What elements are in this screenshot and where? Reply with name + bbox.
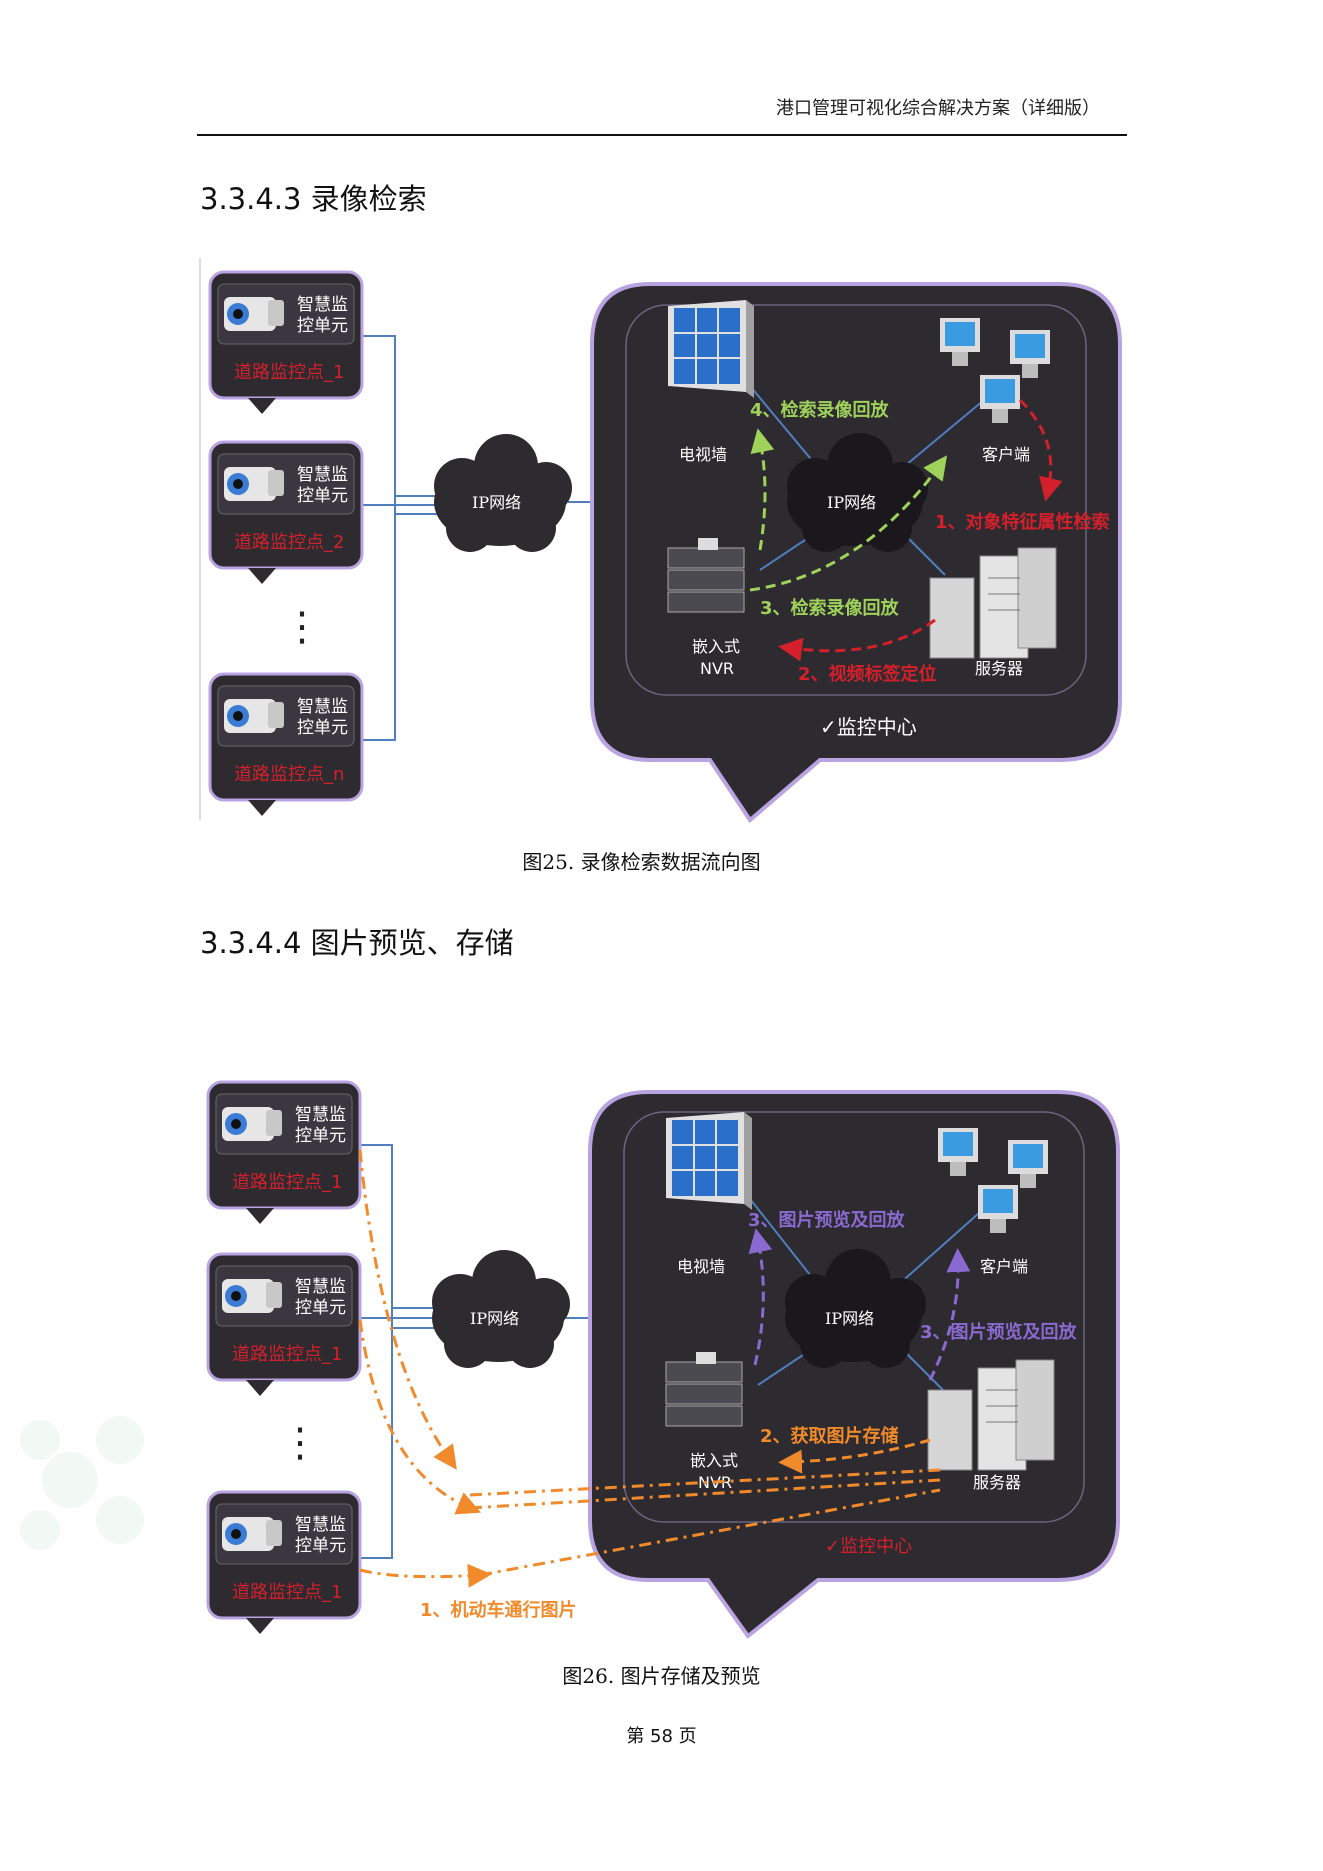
section-heading-2: 3.3.4.4 图片预览、存储: [200, 926, 514, 960]
unit-label: 控单元: [295, 1126, 346, 1146]
ip-network-label: IP网络: [825, 1309, 874, 1328]
unit-label: 智慧监: [297, 465, 348, 485]
point-label: 道路监控点_n: [234, 764, 344, 785]
page-header-rule: [197, 134, 1127, 136]
step-label: 1、机动车通行图片: [420, 1599, 577, 1621]
camera-unit-card: [208, 672, 364, 816]
flow-arrow-step3: [749, 455, 948, 592]
flow-arrow-step3a: [748, 1228, 773, 1366]
point-label: 道路监控点_1: [232, 1582, 342, 1603]
nvr-label: 嵌入式: [690, 1451, 738, 1470]
camera-unit-card: [208, 440, 364, 584]
point-label: 道路监控点_1: [234, 362, 344, 383]
unit-label: 控单元: [297, 718, 348, 738]
nvr-label: NVR: [700, 659, 734, 678]
monitoring-center-panel: [588, 1090, 1120, 1639]
camera-unit-card: [206, 1490, 362, 1634]
nvr-device-icon: [667, 538, 745, 613]
flow-arrow-step2: [778, 618, 936, 662]
monitoring-center-panel: [590, 282, 1122, 823]
flow-arrow-step2: [778, 1438, 931, 1474]
unit-label: 控单元: [297, 486, 348, 506]
tv-wall-label: 电视墙: [679, 445, 727, 464]
point-label: 道路监控点_2: [234, 532, 344, 553]
server-icon: [929, 547, 1057, 659]
client-label: 客户端: [980, 1257, 1028, 1276]
unit-label: 控单元: [295, 1536, 346, 1556]
ip-network-label: IP网络: [472, 493, 521, 512]
ip-network-cloud-icon: [434, 434, 572, 552]
flow-arrow-step3b: [928, 1248, 971, 1381]
ellipsis: ⋮: [282, 604, 322, 650]
page-header-title: 港口管理可视化综合解决方案（详细版）: [776, 98, 1100, 119]
figure-26-caption: 图26. 图片存储及预览: [562, 1664, 761, 1688]
section-heading-1: 3.3.4.3 录像检索: [200, 182, 427, 216]
unit-label: 智慧监: [297, 295, 348, 315]
unit-label: 智慧监: [295, 1105, 346, 1125]
tv-wall-icon: [666, 1112, 752, 1210]
camera-unit-card: [206, 1252, 362, 1396]
ip-network-label: IP网络: [470, 1309, 519, 1328]
server-icon: [927, 1359, 1055, 1471]
step-label: 2、视频标签定位: [798, 663, 937, 685]
client-computers-icon: [938, 1128, 1048, 1233]
unit-label: 智慧监: [297, 697, 348, 717]
step-label: 4、检索录像回放: [750, 399, 890, 421]
client-label: 客户端: [982, 445, 1030, 464]
monitoring-center-label: ✓监控中心: [820, 715, 917, 739]
step-label: 2、获取图片存储: [760, 1425, 899, 1447]
figure-26-diagram: 智慧监 控单元 道路监控点_1 智慧监 控单元 道路监控点_1 ⋮ 智慧监 控单…: [206, 1080, 1120, 1639]
flow-arrow-step1: [1018, 398, 1063, 502]
unit-label: 控单元: [297, 316, 348, 336]
page-footer: 第 58 页: [626, 1726, 697, 1747]
unit-label: 智慧监: [295, 1277, 346, 1297]
ip-network-cloud-icon: [785, 1249, 926, 1368]
step-label: 3、图片预览及回放: [920, 1321, 1078, 1343]
camera-unit-card: [208, 270, 364, 414]
unit-label: 智慧监: [295, 1515, 346, 1535]
point-label: 道路监控点_1: [232, 1344, 342, 1365]
server-label: 服务器: [975, 659, 1023, 678]
tv-wall-label: 电视墙: [677, 1257, 725, 1276]
monitoring-center-label: ✓监控中心: [825, 1536, 912, 1557]
nvr-label: 嵌入式: [692, 637, 740, 656]
camera-unit-card: [206, 1080, 362, 1224]
unit-label: 控单元: [295, 1298, 346, 1318]
ip-network-cloud-icon: [787, 433, 928, 552]
nvr-device-icon: [665, 1352, 743, 1427]
ip-network-label: IP网络: [827, 493, 876, 512]
ellipsis: ⋮: [280, 1420, 320, 1466]
step-label: 3、检索录像回放: [760, 597, 900, 619]
figure-25-caption: 图25. 录像检索数据流向图: [522, 850, 761, 874]
figure-25-diagram: 智慧监 控单元 道路监控点_1 智慧监 控单元 道路监控点_2 ⋮ 智慧监 控单…: [199, 258, 1122, 823]
step-label: 1、对象特征属性检索: [935, 511, 1110, 533]
flow-arrows-step1: [358, 1149, 941, 1588]
step-label: 3、图片预览及回放: [748, 1209, 906, 1231]
tv-wall-icon: [668, 300, 754, 398]
server-label: 服务器: [973, 1473, 1021, 1492]
ip-network-cloud-icon: [432, 1250, 570, 1368]
flow-arrow-step4: [750, 428, 775, 551]
point-label: 道路监控点_1: [232, 1172, 342, 1193]
client-computers-icon: [940, 318, 1050, 423]
